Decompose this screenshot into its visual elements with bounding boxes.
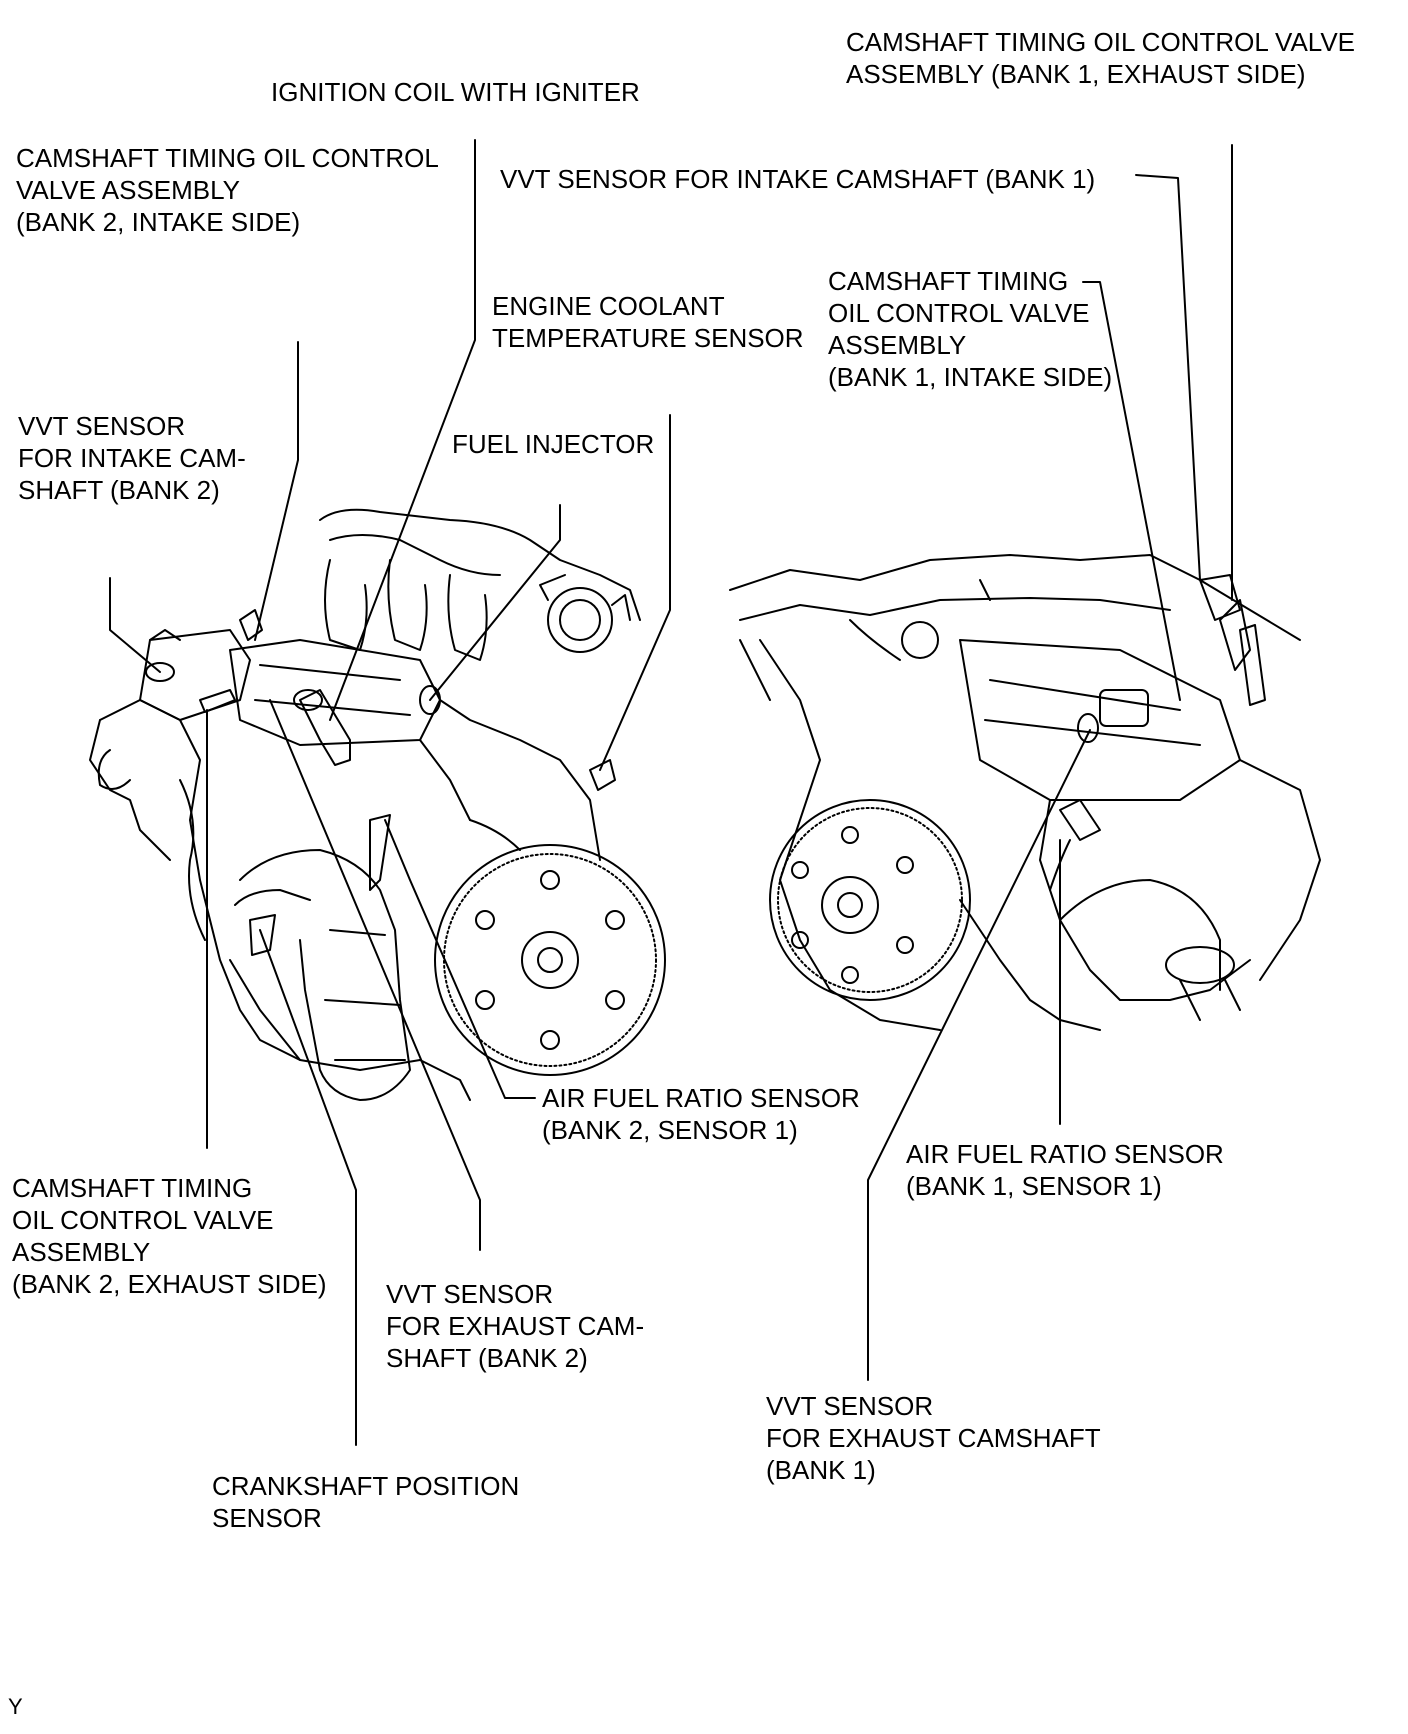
label-vvt-intake-bank2: VVT SENSOR FOR INTAKE CAM- SHAFT (BANK 2… <box>18 411 246 505</box>
label-ocv-bank1-exhaust: CAMSHAFT TIMING OIL CONTROL VALVE ASSEMB… <box>846 27 1356 89</box>
leader-lines <box>109 139 1233 1446</box>
label-fuel-injector: FUEL INJECTOR <box>452 429 655 459</box>
right-engine-drawing <box>729 554 1321 1031</box>
label-ocv-bank2-intake: CAMSHAFT TIMING OIL CONTROL VALVE ASSEMB… <box>16 143 439 237</box>
label-ignition-coil: IGNITION COIL WITH IGNITER <box>271 77 640 107</box>
label-vvt-intake-bank1: VVT SENSOR FOR INTAKE CAMSHAFT (BANK 1) <box>500 164 1096 194</box>
left-engine-drawing <box>89 508 666 1101</box>
label-af-sensor-bank2-s1: AIR FUEL RATIO SENSOR (BANK 2, SENSOR 1) <box>542 1083 860 1145</box>
label-ocv-bank2-exhaust: CAMSHAFT TIMING OIL CONTROL VALVE ASSEMB… <box>12 1173 327 1299</box>
label-engine-coolant-temp-sensor: ENGINE COOLANT TEMPERATURE SENSOR <box>492 291 804 353</box>
label-ocv-bank1-intake: CAMSHAFT TIMING OIL CONTROL VALVE ASSEMB… <box>828 266 1113 392</box>
label-vvt-exhaust-bank1: VVT SENSOR FOR EXHAUST CAMSHAFT (BANK 1) <box>766 1391 1101 1485</box>
label-vvt-exhaust-bank2: VVT SENSOR FOR EXHAUST CAM- SHAFT (BANK … <box>386 1279 645 1373</box>
corner-mark: Y <box>8 1694 23 1719</box>
label-crankshaft-position-sensor: CRANKSHAFT POSITION SENSOR <box>212 1471 520 1533</box>
label-af-sensor-bank1-s1: AIR FUEL RATIO SENSOR (BANK 1, SENSOR 1) <box>906 1139 1224 1201</box>
